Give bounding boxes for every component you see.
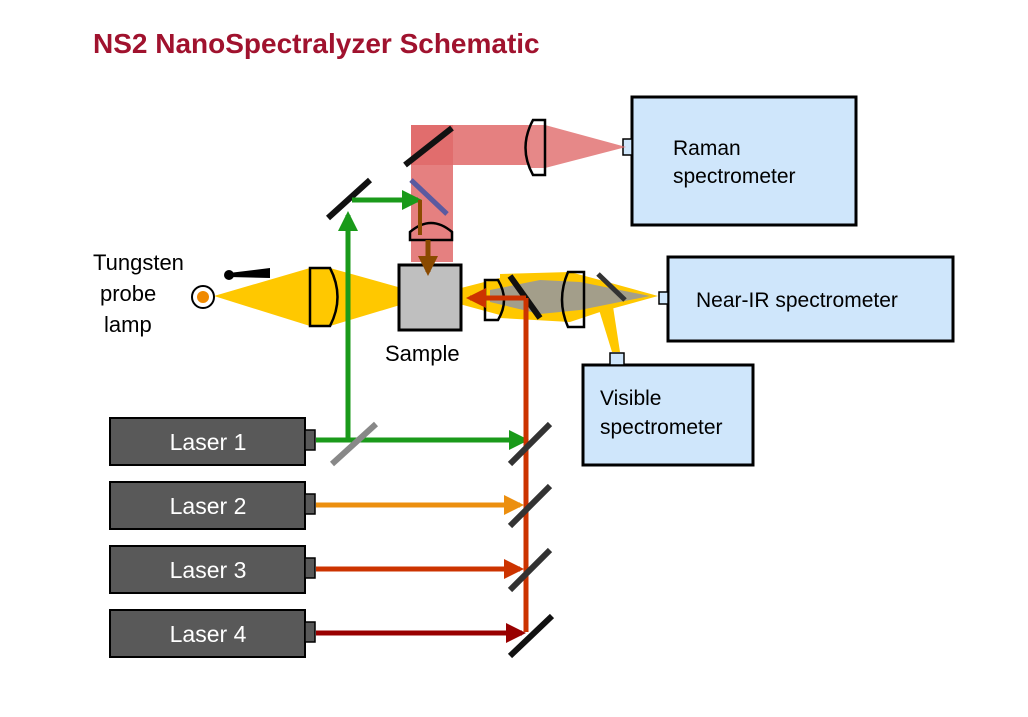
visible-pickoff-mirror-icon [596, 272, 627, 302]
lamp-label-line3: lamp [104, 312, 152, 337]
laser-4: Laser 4 [109, 609, 316, 658]
laser-1-beamsplitter-icon [329, 421, 379, 467]
raman-spectrometer: Raman spectrometer [622, 95, 858, 227]
nearir-lens-icon [560, 270, 586, 329]
raman-label-line2: spectrometer [673, 165, 796, 188]
raman-beam [411, 125, 626, 262]
sample-label: Sample [385, 341, 460, 366]
green-fold-mirror-icon [325, 177, 373, 221]
nearir-spectrometer: Near-IR spectrometer [658, 255, 955, 343]
laser-1-aperture-icon [304, 429, 316, 451]
laser-1: Laser 1 [109, 417, 316, 466]
raman-label-line1: Raman [673, 137, 741, 160]
laser-3-aperture-icon [304, 557, 316, 579]
green-beam-path [338, 190, 529, 450]
page-title: NS2 NanoSpectralyzer Schematic [93, 28, 540, 59]
visible-spectrometer: Visible spectrometer [581, 352, 755, 467]
nearir-label: Near-IR spectrometer [696, 289, 898, 312]
lamp-shutter-icon [229, 268, 270, 278]
raman-fold-mirror-icon [403, 125, 454, 168]
lamp-label-line1: Tungsten [93, 250, 184, 275]
laser-4-mirror-icon [507, 613, 555, 659]
visible-label-line2: spectrometer [600, 416, 723, 439]
nearir-port-icon [658, 291, 669, 305]
laser-2-label: Laser 2 [170, 493, 247, 519]
laser-4-label: Laser 4 [170, 621, 247, 647]
dichroic-mirror-icon [409, 178, 449, 216]
objective-lens-icon [408, 221, 454, 242]
laser-4-aperture-icon [304, 621, 316, 643]
visible-label-line1: Visible [600, 387, 661, 410]
collection-lens-icon [483, 278, 506, 322]
sample-holder [397, 263, 463, 332]
raman-lens-icon [524, 118, 547, 177]
laser-2: Laser 2 [109, 481, 316, 530]
visible-branch-beam [596, 300, 620, 352]
laser-2-aperture-icon [304, 493, 316, 515]
laser-3-label: Laser 3 [170, 557, 247, 583]
combiner-2-icon [507, 483, 553, 529]
laser-3: Laser 3 [109, 545, 316, 594]
lamp-label-line2: probe [100, 281, 156, 306]
visible-port-icon [609, 352, 625, 366]
laser-1-label: Laser 1 [170, 429, 247, 455]
combiner-1-icon [507, 421, 553, 467]
lamp-lens-icon [308, 266, 339, 328]
lamp-icon [191, 268, 270, 309]
combiner-3-icon [507, 547, 553, 593]
